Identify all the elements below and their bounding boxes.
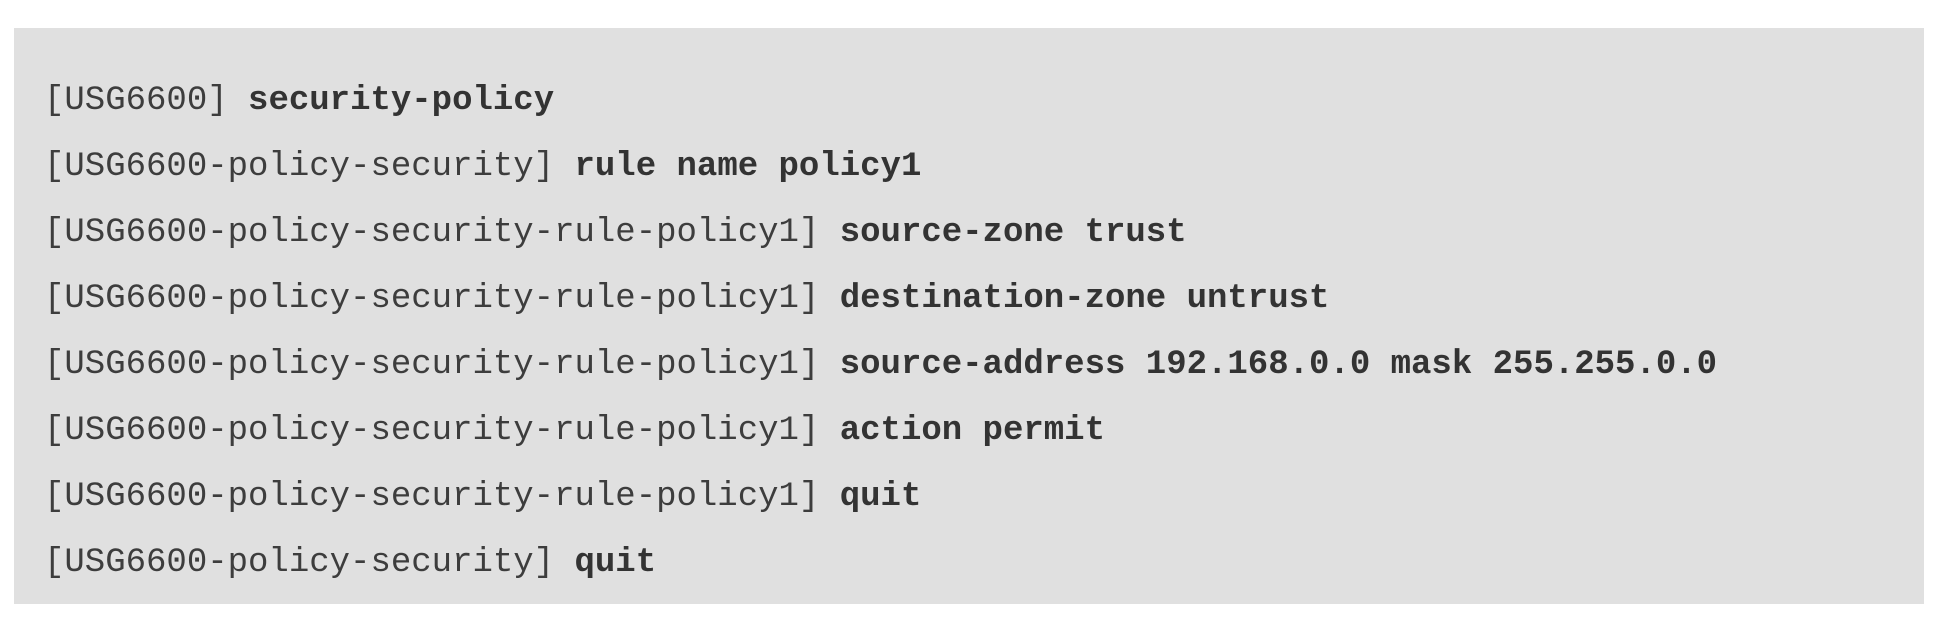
cli-line-7: [USG6600-policy-security-rule-policy1] q… xyxy=(44,464,1924,530)
cli-command: source-zone trust xyxy=(839,214,1187,252)
cli-command: destination-zone untrust xyxy=(839,280,1330,318)
cli-prompt: [USG6600-policy-security] xyxy=(44,544,555,582)
cli-command: rule name policy1 xyxy=(574,148,922,186)
cli-prompt: [USG6600-policy-security-rule-policy1] xyxy=(44,412,820,450)
cli-line-8: [USG6600-policy-security] quit xyxy=(44,530,1924,596)
cli-line-5: [USG6600-policy-security-rule-policy1] s… xyxy=(44,332,1924,398)
cli-line-1: [USG6600] security-policy xyxy=(44,68,1924,134)
cli-line-2: [USG6600-policy-security] rule name poli… xyxy=(44,134,1924,200)
cli-line-3: [USG6600-policy-security-rule-policy1] s… xyxy=(44,200,1924,266)
cli-line-6: [USG6600-policy-security-rule-policy1] a… xyxy=(44,398,1924,464)
cli-prompt: [USG6600-policy-security-rule-policy1] xyxy=(44,478,820,516)
cli-command: source-address 192.168.0.0 mask 255.255.… xyxy=(839,346,1718,384)
cli-command: quit xyxy=(839,478,922,516)
cli-line-4: [USG6600-policy-security-rule-policy1] d… xyxy=(44,266,1924,332)
cli-code-block: [USG6600] security-policy [USG6600-polic… xyxy=(14,28,1924,604)
cli-prompt: [USG6600-policy-security-rule-policy1] xyxy=(44,214,820,252)
cli-command: quit xyxy=(574,544,657,582)
cli-prompt: [USG6600-policy-security-rule-policy1] xyxy=(44,280,820,318)
cli-prompt: [USG6600-policy-security-rule-policy1] xyxy=(44,346,820,384)
cli-prompt: [USG6600] xyxy=(44,82,228,120)
cli-prompt: [USG6600-policy-security] xyxy=(44,148,555,186)
cli-command: action permit xyxy=(839,412,1105,450)
cli-command: security-policy xyxy=(248,82,555,120)
